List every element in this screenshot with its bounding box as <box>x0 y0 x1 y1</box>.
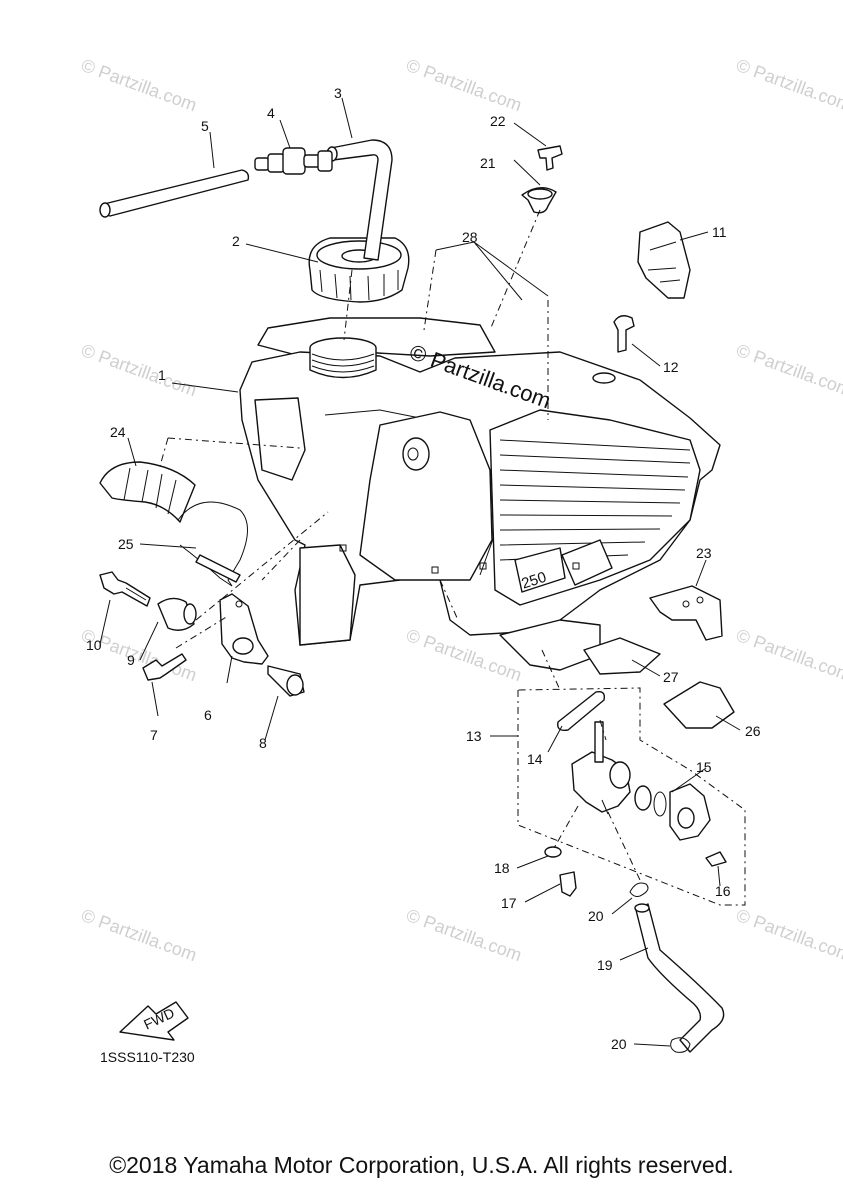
bolt-8 <box>267 665 305 697</box>
callout-22: 22 <box>490 113 506 129</box>
callout-5: 5 <box>201 118 209 134</box>
callout-18: 18 <box>494 860 510 876</box>
bracket-6 <box>219 593 269 665</box>
tank-badge: 250 <box>519 569 548 593</box>
callout-6: 6 <box>204 707 212 723</box>
callout-3: 3 <box>334 85 342 101</box>
callout-20-upper: 20 <box>588 908 604 924</box>
callout-15: 15 <box>696 759 712 775</box>
callout-labels: 1 2 3 4 5 6 7 8 9 10 11 12 13 14 15 16 1… <box>86 85 761 1065</box>
callout-27: 27 <box>663 669 679 685</box>
watermark: © Partzilla.com <box>404 55 525 115</box>
callout-20-lower: 20 <box>611 1036 627 1052</box>
clip-11 <box>637 221 691 299</box>
callout-28: 28 <box>462 229 478 245</box>
callout-7: 7 <box>150 727 158 743</box>
callout-13: 13 <box>466 728 482 744</box>
watermark: © Partzilla.com <box>734 55 843 115</box>
callout-12: 12 <box>663 359 679 375</box>
callout-16: 16 <box>715 883 731 899</box>
bolt-10 <box>99 571 151 607</box>
damper-9 <box>157 597 197 631</box>
callout-19: 19 <box>597 957 613 973</box>
callout-11: 11 <box>712 224 727 240</box>
plate-26 <box>663 681 735 729</box>
collar-21 <box>521 187 557 214</box>
diagram-code: 1SSS110-T230 <box>100 1049 195 1065</box>
hose-joint <box>254 147 333 175</box>
callout-1: 1 <box>158 367 166 383</box>
callout-4: 4 <box>267 105 275 121</box>
callout-17: 17 <box>501 895 517 911</box>
watermark: © Partzilla.com <box>734 905 843 965</box>
callout-8: 8 <box>259 735 267 751</box>
damper-24 <box>99 461 196 523</box>
fuel-hose <box>634 903 725 1053</box>
callout-10: 10 <box>86 637 102 653</box>
callout-24: 24 <box>110 424 126 440</box>
callout-26: 26 <box>745 723 761 739</box>
callout-2: 2 <box>232 233 240 249</box>
breather-tube <box>99 169 250 218</box>
watermark: © Partzilla.com <box>404 905 525 965</box>
watermark: © Partzilla.com <box>734 340 843 400</box>
bolt-22 <box>537 145 563 171</box>
filler-cap <box>308 237 410 303</box>
leader-lines <box>99 97 741 1047</box>
callout-23: 23 <box>696 545 712 561</box>
hose-clip-20-lower <box>670 1037 691 1053</box>
callout-9: 9 <box>127 652 135 668</box>
bracket-23 <box>649 585 723 641</box>
fwd-arrow: FWD <box>119 1001 189 1041</box>
watermark: © Partzilla.com <box>79 55 200 115</box>
callout-25: 25 <box>118 536 134 552</box>
watermark: © Partzilla.com <box>734 625 843 685</box>
band-25 <box>177 501 248 587</box>
copyright-notice: ©2018 Yamaha Motor Corporation, U.S.A. A… <box>109 1152 734 1178</box>
bolt-7 <box>142 653 187 681</box>
watermark: © Partzilla.com <box>79 340 200 400</box>
hose-clip-20-upper <box>629 882 649 897</box>
callout-21: 21 <box>480 155 496 171</box>
fuel-cock-assembly <box>517 687 746 906</box>
watermark: © Partzilla.com <box>79 905 200 965</box>
callout-14: 14 <box>527 751 543 767</box>
bolt-12 <box>613 315 635 353</box>
fuel-tank: 250 <box>239 317 721 671</box>
